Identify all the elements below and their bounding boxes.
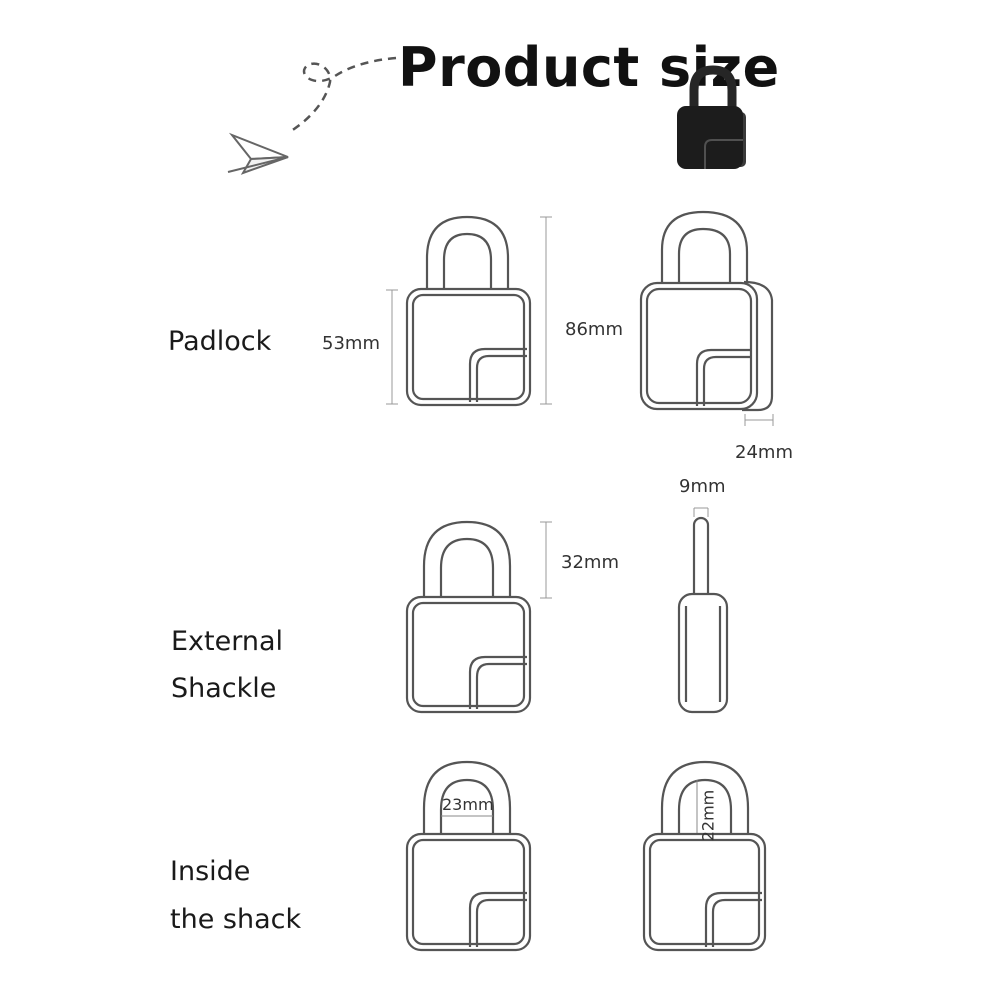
dimension-shackle-height: 32mm [561,552,619,573]
dimension-body-height: 53mm [322,333,380,354]
padlock-front-drawing [405,215,532,407]
dimension-depth: 24mm [735,442,793,463]
inside-height-drawing [642,760,767,952]
dimension-lines-row2 [540,507,709,599]
dimension-inside-width: 23mm [442,795,494,814]
section-label-inside-line1: Inside [170,856,251,887]
dimension-lines-row1 [386,216,774,426]
dimension-total-height: 86mm [565,319,623,340]
section-label-inside-line2: the shack [170,904,302,935]
external-shackle-drawing [405,520,532,714]
section-label-external-line1: External [171,626,284,657]
padlock-side-drawing [677,516,729,714]
dimension-inside-height: 22mm [698,789,718,842]
paper-plane-icon [227,56,397,175]
padlock-photo [677,65,746,169]
section-label-padlock: Padlock [168,326,272,357]
inside-width-drawing [405,760,532,952]
dimension-shackle-thickness: 9mm [679,476,726,497]
section-label-external-line2: Shackle [171,673,277,704]
padlock-perspective-drawing [639,210,774,412]
